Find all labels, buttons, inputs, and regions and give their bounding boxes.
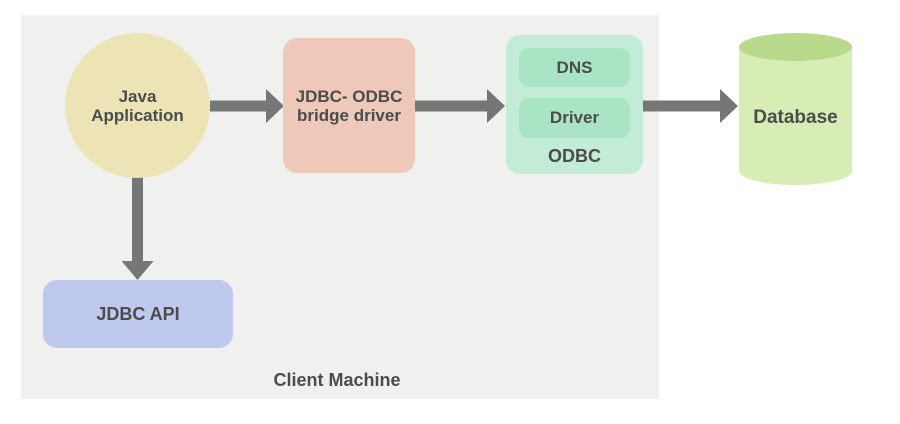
client-machine-label: Client Machine: [273, 370, 401, 390]
node-java-application[interactable]: Java Application: [65, 33, 210, 178]
node-odbc-driver[interactable]: Driver: [519, 98, 630, 138]
node-jdbc-api[interactable]: JDBC API: [43, 280, 233, 348]
jdbc-api-label: JDBC API: [96, 303, 180, 324]
database-cylinder-body: [739, 47, 852, 171]
java-application-label: Java Application: [91, 87, 184, 125]
node-database[interactable]: Database: [739, 33, 852, 185]
node-bridge-driver[interactable]: JDBC- ODBC bridge driver: [283, 38, 415, 173]
java-application-label-line2: Application: [91, 105, 184, 125]
bridge-driver-label-line1: JDBC- ODBC: [295, 86, 403, 106]
database-cylinder-bottom: [739, 157, 852, 185]
node-odbc[interactable]: DNS Driver ODBC: [506, 35, 643, 174]
bridge-driver-label-line2: bridge driver: [297, 105, 401, 125]
odbc-driver-label: Driver: [549, 108, 600, 127]
database-label: Database: [753, 107, 838, 128]
odbc-dns-label: DNS: [556, 57, 593, 77]
java-application-label-line1: Java: [118, 86, 157, 106]
odbc-label: ODBC: [548, 145, 601, 166]
database-cylinder-top: [739, 33, 852, 61]
node-odbc-dns[interactable]: DNS: [519, 48, 630, 87]
bridge-driver-label: JDBC- ODBC bridge driver: [296, 87, 403, 125]
